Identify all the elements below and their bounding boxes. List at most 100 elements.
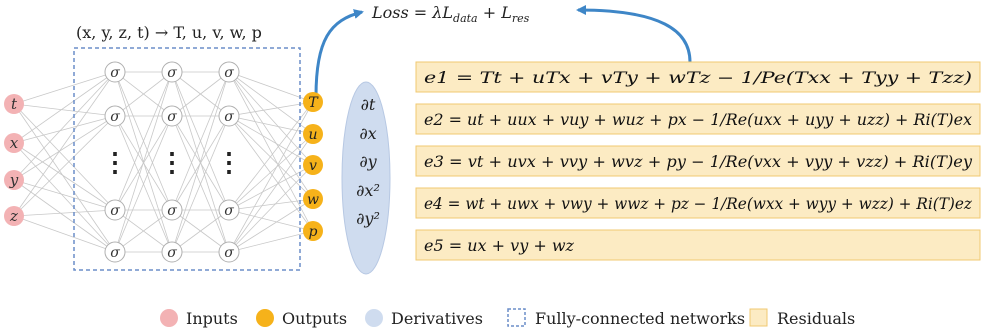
residual-background bbox=[415, 145, 981, 177]
sigma-label: σ bbox=[167, 245, 177, 261]
hidden-circle bbox=[161, 199, 183, 221]
derivative-operator: ∂x² bbox=[356, 181, 380, 200]
output-circle bbox=[303, 92, 323, 112]
connection-line bbox=[114, 71, 173, 253]
connection-line bbox=[171, 115, 230, 253]
connection-line bbox=[114, 115, 173, 253]
residual-background bbox=[415, 187, 981, 219]
connection-line bbox=[228, 164, 314, 253]
connection-line bbox=[13, 215, 116, 253]
connection-line bbox=[228, 209, 314, 232]
output-label: T bbox=[308, 95, 319, 111]
connection-line bbox=[228, 101, 314, 117]
connection-line bbox=[13, 115, 116, 144]
connection-line bbox=[228, 230, 314, 253]
residual-background bbox=[415, 61, 981, 93]
output-label: w bbox=[307, 192, 319, 208]
input-label: x bbox=[10, 134, 19, 152]
residual-box-3: e3 = vt + uvx + vvy + wvz + py − 1/Re(vx… bbox=[415, 145, 981, 177]
loss-formula: Loss = λLdata + Lres bbox=[371, 3, 530, 25]
network-connections bbox=[13, 71, 314, 253]
legend-residuals-label: Residuals bbox=[777, 309, 855, 328]
sigma-label: σ bbox=[110, 109, 120, 125]
network-mapping-title: (x, y, z, t) → T, u, v, w, p bbox=[76, 23, 262, 42]
connection-line bbox=[114, 71, 173, 117]
input-label: t bbox=[11, 95, 18, 113]
derivative-operators: ∂t ∂x ∂y ∂x² ∂y² bbox=[356, 95, 380, 228]
connection-line bbox=[13, 209, 116, 217]
residual-box-2: e2 = ut + uux + vuy + wuz + px − 1/Re(ux… bbox=[415, 103, 981, 135]
connection-line bbox=[228, 71, 314, 103]
data-loss-arrow bbox=[314, 9, 364, 97]
input-label: z bbox=[9, 207, 18, 225]
input-node-y: y bbox=[4, 170, 24, 190]
hidden-node: σ bbox=[161, 61, 183, 83]
residual-background bbox=[415, 103, 981, 135]
connection-line bbox=[13, 71, 116, 181]
connection-line bbox=[13, 179, 116, 211]
connection-line bbox=[114, 209, 173, 253]
derivative-operator: ∂y bbox=[359, 152, 377, 171]
connection-line bbox=[13, 103, 116, 253]
legend: Inputs Outputs Derivatives Fully-connect… bbox=[160, 308, 855, 328]
connection-line bbox=[13, 71, 116, 217]
hidden-circle bbox=[104, 199, 126, 221]
sigma-label: σ bbox=[167, 109, 177, 125]
connection-line bbox=[228, 71, 314, 232]
derivative-operator: ∂t bbox=[361, 95, 376, 114]
output-circle bbox=[303, 221, 323, 241]
derivative-operator: ∂y² bbox=[356, 209, 380, 228]
hidden-node: σ bbox=[218, 105, 240, 127]
hidden-node: σ bbox=[104, 241, 126, 263]
connection-line bbox=[228, 71, 314, 166]
connection-line bbox=[13, 115, 116, 181]
input-circle bbox=[4, 170, 24, 190]
derivative-operator: ∂x bbox=[359, 124, 376, 143]
residual-equation: e1 = Tt + uTx + vTy + wTz − 1/Pe(Txx + T… bbox=[424, 69, 972, 87]
hidden-ellipsis: ⋮ bbox=[159, 148, 185, 178]
connection-line bbox=[228, 101, 314, 253]
hidden-node: σ bbox=[104, 61, 126, 83]
legend-fc-swatch bbox=[507, 308, 526, 327]
sigma-label: σ bbox=[110, 245, 120, 261]
hidden-ellipsis: ⋮ bbox=[102, 148, 128, 178]
output-node-v: v bbox=[303, 155, 323, 175]
connection-line bbox=[13, 103, 116, 211]
connection-line bbox=[228, 115, 314, 232]
hidden-node: σ bbox=[218, 241, 240, 263]
input-node-t: t bbox=[4, 94, 24, 114]
residual-equation: e4 = wt + uwx + vwy + wwz + pz − 1/Re(wx… bbox=[424, 195, 973, 213]
input-circle bbox=[4, 94, 24, 114]
connection-line bbox=[228, 198, 314, 211]
output-label: u bbox=[308, 127, 317, 143]
output-label: p bbox=[309, 224, 318, 240]
legend-inputs-label: Inputs bbox=[186, 309, 238, 328]
hidden-node: σ bbox=[104, 199, 126, 221]
sigma-label: σ bbox=[224, 245, 234, 261]
hidden-node: σ bbox=[104, 105, 126, 127]
connection-line bbox=[228, 133, 314, 253]
hidden-node: σ bbox=[218, 199, 240, 221]
sigma-label: σ bbox=[110, 65, 120, 81]
connection-line bbox=[228, 115, 314, 135]
fully-connected-box bbox=[73, 47, 301, 271]
hidden-node: σ bbox=[218, 61, 240, 83]
input-circle bbox=[4, 206, 24, 226]
hidden-circle bbox=[161, 105, 183, 127]
output-circle bbox=[303, 189, 323, 209]
hidden-circle bbox=[218, 199, 240, 221]
residual-equation: e3 = vt + uvx + vvy + wvz + py − 1/Re(vx… bbox=[424, 153, 972, 171]
hidden-node: σ bbox=[161, 105, 183, 127]
connection-line bbox=[171, 71, 230, 211]
output-circle bbox=[303, 155, 323, 175]
sigma-label: σ bbox=[167, 203, 177, 219]
connection-line bbox=[171, 209, 230, 253]
legend-fc-label: Fully-connected networks bbox=[535, 309, 745, 328]
legend-outputs-label: Outputs bbox=[282, 309, 347, 328]
hidden-circle bbox=[104, 61, 126, 83]
connection-line bbox=[114, 71, 173, 211]
connection-line bbox=[228, 133, 314, 211]
connection-line bbox=[13, 142, 116, 211]
legend-derivatives-swatch bbox=[365, 309, 383, 327]
